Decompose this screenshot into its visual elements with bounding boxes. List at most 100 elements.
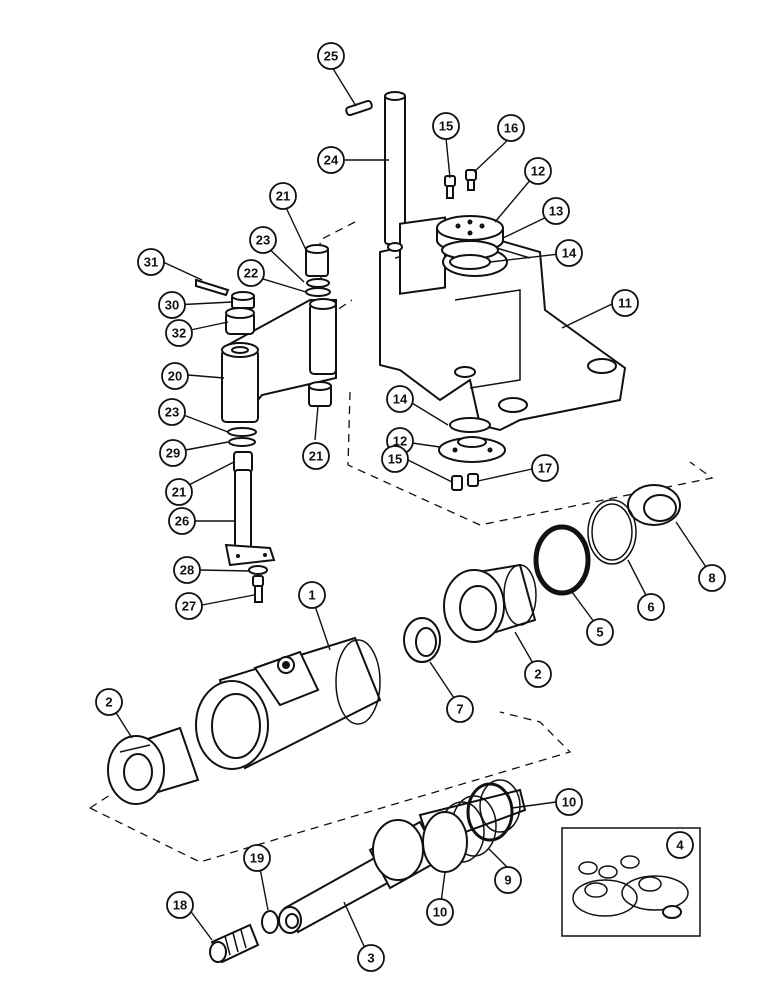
cotter-pin-31 [195, 278, 230, 297]
svg-text:9: 9 [504, 873, 511, 888]
callout-28: 28 [173, 556, 201, 584]
bushing-21-side [308, 381, 332, 407]
bolt-27 [252, 575, 264, 603]
callout-27: 27 [175, 592, 203, 620]
castle-nut-30 [231, 291, 255, 309]
ring-22 [306, 278, 330, 288]
callout-21-side: 21 [302, 442, 330, 470]
callout-26: 26 [168, 507, 196, 535]
callout-21-lower: 21 [165, 478, 193, 506]
svg-text:19: 19 [250, 851, 264, 866]
svg-text:18: 18 [173, 898, 187, 913]
callout-11: 11 [611, 289, 639, 317]
gland-2-right [443, 563, 537, 643]
fitting-17 [467, 473, 479, 487]
callout-12-upper: 12 [524, 157, 552, 185]
callout-10-lower: 10 [426, 898, 454, 926]
svg-text:21: 21 [276, 189, 290, 204]
group-outlines [89, 221, 714, 863]
svg-text:2: 2 [105, 695, 112, 710]
svg-text:30: 30 [165, 298, 179, 313]
callout-4: 4 [666, 831, 694, 859]
svg-text:21: 21 [309, 449, 323, 464]
callout-30: 30 [158, 291, 186, 319]
pin-25 [345, 99, 373, 117]
svg-text:11: 11 [618, 296, 632, 311]
svg-text:21: 21 [172, 485, 186, 500]
o-ring-14-lower [449, 417, 491, 433]
callout-31: 31 [137, 248, 165, 276]
svg-text:25: 25 [324, 49, 338, 64]
washer-28 [248, 565, 268, 575]
callout-5: 5 [586, 618, 614, 646]
washer-23-lower [227, 427, 257, 437]
svg-text:8: 8 [708, 571, 715, 586]
callout-2-left: 2 [95, 688, 123, 716]
svg-text:27: 27 [182, 599, 196, 614]
callout-9: 9 [494, 866, 522, 894]
fitting-16 [465, 169, 477, 191]
arm-20 [221, 298, 337, 423]
shaft-26 [224, 469, 276, 567]
cover-plate-12-lower [438, 436, 506, 463]
svg-text:23: 23 [165, 405, 179, 420]
housing-11 [379, 216, 627, 432]
svg-text:23: 23 [256, 233, 270, 248]
snap-ring-6 [587, 499, 637, 565]
leader-lines [109, 66, 713, 956]
svg-text:2: 2 [534, 667, 541, 682]
bushing-7 [403, 617, 441, 663]
callout-32: 32 [165, 319, 193, 347]
bushing-32 [225, 307, 255, 335]
callout-16: 16 [497, 114, 525, 142]
svg-text:15: 15 [439, 119, 453, 134]
svg-text:17: 17 [538, 461, 552, 476]
svg-text:3: 3 [367, 951, 374, 966]
svg-text:29: 29 [166, 446, 180, 461]
callout-13: 13 [542, 197, 570, 225]
callout-23-lower: 23 [158, 398, 186, 426]
svg-text:31: 31 [144, 255, 158, 270]
callout-20: 20 [161, 362, 189, 390]
callout-8: 8 [698, 564, 726, 592]
piston-rod-3 [278, 788, 527, 934]
callout-14-upper: 14 [555, 239, 583, 267]
svg-text:22: 22 [244, 266, 258, 281]
svg-text:12: 12 [531, 164, 545, 179]
washer-29 [228, 437, 256, 447]
svg-text:6: 6 [647, 600, 654, 615]
callout-19: 19 [243, 844, 271, 872]
svg-text:4: 4 [676, 838, 684, 853]
o-ring-5 [533, 524, 591, 596]
callout-21-top: 21 [269, 182, 297, 210]
callout-14-lower: 14 [386, 385, 414, 413]
pivot-pin-24 [384, 91, 406, 245]
svg-text:20: 20 [168, 369, 182, 384]
washer-23-top [305, 287, 331, 297]
svg-text:24: 24 [324, 153, 339, 168]
callout-10-upper: 10 [555, 788, 583, 816]
gland-2-left [107, 726, 200, 805]
callout-22: 22 [237, 259, 265, 287]
svg-text:5: 5 [596, 625, 603, 640]
screw-15-lower [451, 475, 463, 491]
svg-text:7: 7 [456, 702, 463, 717]
callout-23-top: 23 [249, 226, 277, 254]
svg-text:1: 1 [308, 588, 315, 603]
callout-1: 1 [298, 581, 326, 609]
callout-24: 24 [317, 146, 345, 174]
svg-text:14: 14 [393, 392, 408, 407]
callout-18: 18 [166, 891, 194, 919]
o-ring-14-upper [449, 254, 491, 270]
callout-6: 6 [637, 593, 665, 621]
svg-text:10: 10 [562, 795, 576, 810]
piston-seals-10 [422, 779, 521, 873]
svg-text:10: 10 [433, 905, 447, 920]
svg-text:12: 12 [393, 434, 407, 449]
callout-15-upper: 15 [432, 112, 460, 140]
seal-8 [627, 484, 681, 526]
callout-7: 7 [446, 695, 474, 723]
seal-kit-box-4 [561, 827, 701, 937]
svg-text:14: 14 [562, 246, 577, 261]
callout-3: 3 [357, 944, 385, 972]
